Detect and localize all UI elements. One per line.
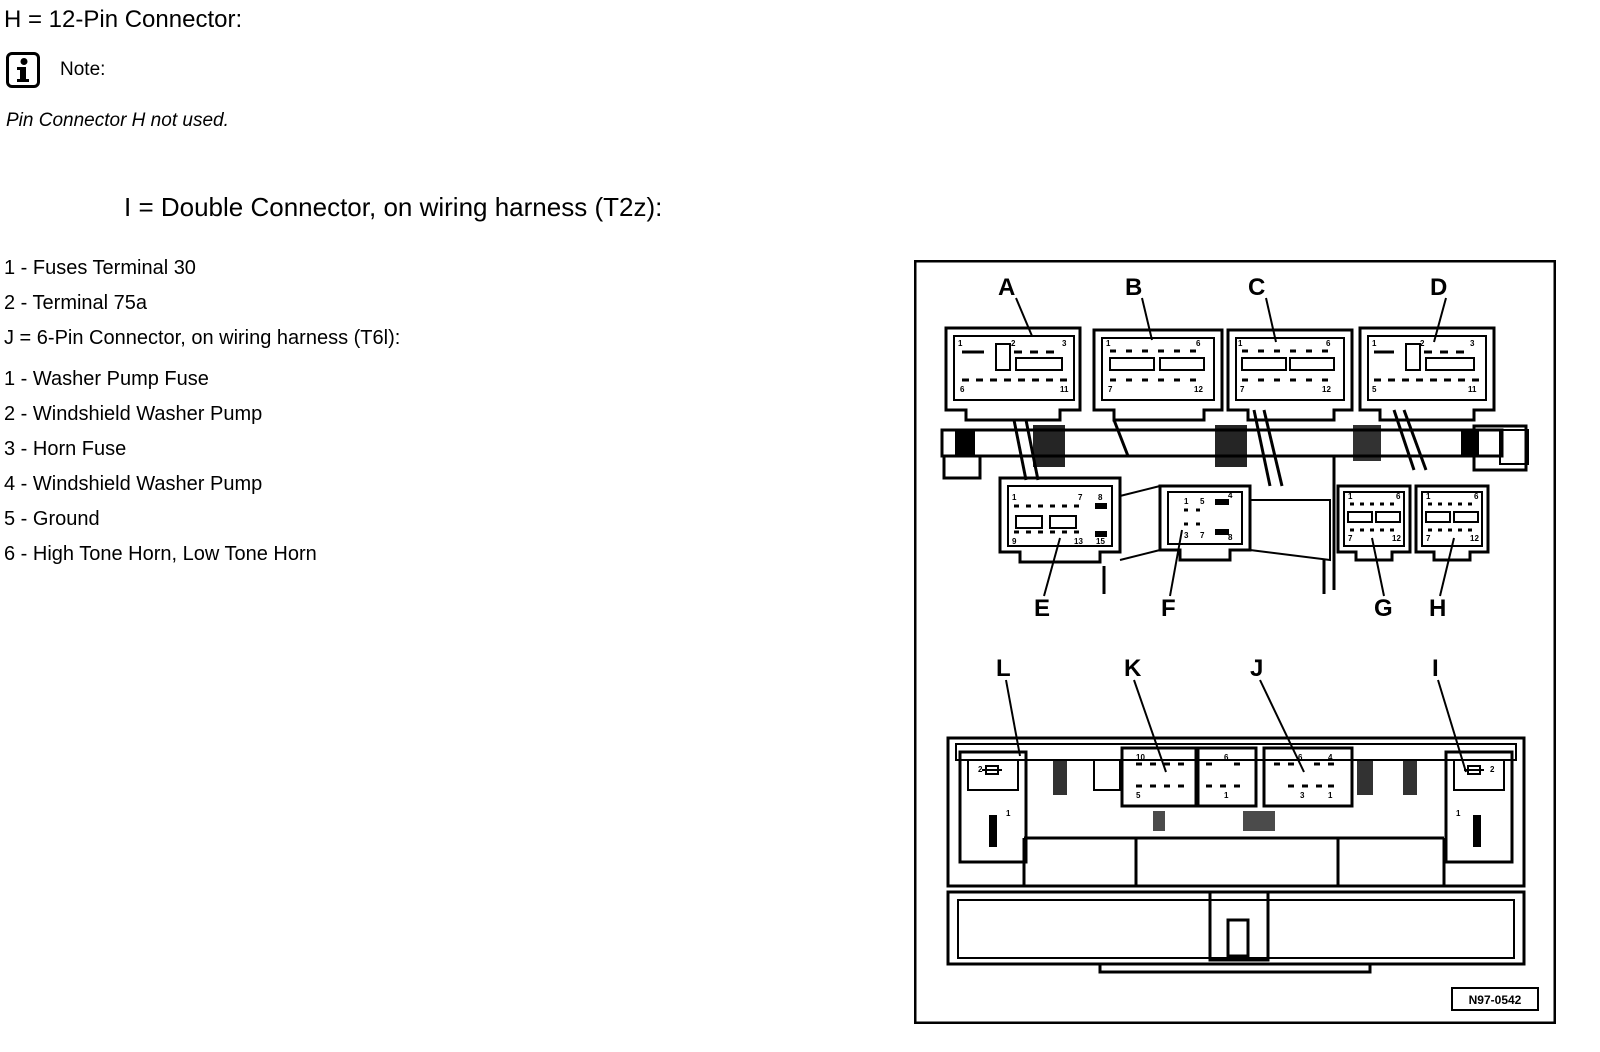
note-row: Note: <box>6 52 105 88</box>
note-text: Pin Connector H not used. <box>6 110 229 131</box>
pin-label: 7 <box>1108 385 1113 394</box>
connector-a: 1 2 3 6 11 <box>944 326 1082 422</box>
pin-label: 1 <box>1456 809 1461 818</box>
connector-e: 1 7 8 9 13 15 <box>998 476 1122 564</box>
pin-label: 6 <box>1474 492 1479 501</box>
label-d: D <box>1430 274 1447 301</box>
pin-label: 15 <box>1096 537 1105 546</box>
pin-assignment-list: 1 - Fuses Terminal 30 2 - Terminal 75a J… <box>4 256 400 577</box>
list-item: 5 - Ground <box>4 508 100 530</box>
pin-label: 6 <box>1298 753 1303 762</box>
connector-f: 1 5 4 3 7 8 <box>1119 484 1331 562</box>
i-connector-title: I = Double Connector, on wiring harness … <box>124 192 663 222</box>
pin-label: 3 <box>1300 791 1305 800</box>
note-label: Note: <box>60 59 106 80</box>
pin-label: 7 <box>1078 493 1083 502</box>
pin-label: 10 <box>1136 753 1145 762</box>
pin-label: 4 <box>1228 491 1233 500</box>
label-h: H <box>1429 595 1446 622</box>
pin-label: 1 <box>1348 492 1353 501</box>
j-connector-title: J = 6-Pin Connector, on wiring harness (… <box>4 327 401 349</box>
pin-label: 1 <box>1426 492 1431 501</box>
pin-label: 2 <box>1011 339 1016 348</box>
pin-label: 11 <box>1060 385 1069 394</box>
pin-label: 12 <box>1470 534 1479 543</box>
wiring-harness <box>940 409 1529 594</box>
pin-label: 1 <box>1106 339 1111 348</box>
connector-c: 1 6 7 12 <box>1226 328 1354 422</box>
lower-relay-carrier: 2 1 10 5 6 1 <box>946 655 1526 974</box>
pin-label: 6 <box>1224 753 1229 762</box>
pin-label: 6 <box>1326 339 1331 348</box>
pin-label: 6 <box>1396 492 1401 501</box>
upper-relay-carrier: 1 2 3 6 11 1 6 7 12 <box>940 274 1529 622</box>
pin-label: 6 <box>1196 339 1201 348</box>
label-f: F <box>1161 595 1176 622</box>
pin-label: 1 <box>1238 339 1243 348</box>
pin-label: 7 <box>1200 531 1205 540</box>
label-c: C <box>1248 274 1265 301</box>
list-item: 1 - Washer Pump Fuse <box>4 368 209 390</box>
pin-label: 12 <box>1322 385 1331 394</box>
pin-label: 1 <box>1184 497 1189 506</box>
connector-d: 1 2 3 5 11 <box>1358 326 1496 422</box>
connector-i: 2 1 <box>1444 750 1514 864</box>
connector-g: 1 6 7 12 <box>1336 484 1412 562</box>
pin-label: 11 <box>1468 385 1477 394</box>
label-i: I <box>1432 655 1439 682</box>
info-icon <box>6 52 40 88</box>
pin-label: 7 <box>1240 385 1245 394</box>
pin-label: 1 <box>958 339 963 348</box>
list-item: 4 - Windshield Washer Pump <box>4 473 263 495</box>
pin-label: 12 <box>1392 534 1401 543</box>
pin-label: 6 <box>960 385 965 394</box>
connector-diagram: 1 2 3 6 11 1 6 7 12 <box>914 260 1556 1024</box>
pin-label: 8 <box>1098 493 1103 502</box>
pin-label: 8 <box>1228 533 1233 542</box>
pin-label: 2 <box>1490 765 1495 774</box>
connector-l: 2 1 <box>958 750 1028 864</box>
connector-b: 1 6 7 12 <box>1092 328 1224 422</box>
label-b: B <box>1125 274 1142 301</box>
label-l: L <box>996 655 1011 682</box>
pin-label: 5 <box>1200 497 1205 506</box>
pin-label: 2 <box>978 765 983 774</box>
pin-label: 7 <box>1348 534 1353 543</box>
pin-label: 3 <box>1062 339 1067 348</box>
label-a: A <box>998 274 1015 301</box>
label-k: K <box>1124 655 1142 682</box>
pin-label: 7 <box>1426 534 1431 543</box>
pin-label: 9 <box>1012 537 1017 546</box>
list-item: 2 - Windshield Washer Pump <box>4 403 263 425</box>
pin-label: 13 <box>1074 537 1083 546</box>
pin-label: 4 <box>1328 753 1333 762</box>
label-g: G <box>1374 595 1393 622</box>
pin-label: 5 <box>1372 385 1377 394</box>
connector-k: 10 5 6 1 <box>1120 746 1258 808</box>
pin-label: 3 <box>1184 531 1189 540</box>
pin-label: 1 <box>1372 339 1377 348</box>
figure-id: N97-0542 <box>1469 993 1522 1007</box>
pin-label: 1 <box>1224 791 1229 800</box>
figure-id-box <box>1451 987 1539 1011</box>
connector-j: 6 4 3 1 <box>1262 746 1354 808</box>
pin-label: 5 <box>1136 791 1141 800</box>
label-e: E <box>1034 595 1050 622</box>
pin-label: 1 <box>1012 493 1017 502</box>
list-item: 2 - Terminal 75a <box>4 292 148 314</box>
pin-label: 1 <box>1006 809 1011 818</box>
list-item: 3 - Horn Fuse <box>4 438 127 460</box>
figure-frame <box>914 260 1556 1024</box>
label-j: J <box>1250 655 1263 682</box>
h-connector-title: H = 12-Pin Connector: <box>4 6 243 33</box>
pin-label: 3 <box>1470 339 1475 348</box>
list-item: 1 - Fuses Terminal 30 <box>4 257 196 279</box>
pin-label: 12 <box>1194 385 1203 394</box>
pin-label: 2 <box>1420 339 1425 348</box>
pin-label: 1 <box>1328 791 1333 800</box>
list-item: 6 - High Tone Horn, Low Tone Horn <box>4 543 317 565</box>
